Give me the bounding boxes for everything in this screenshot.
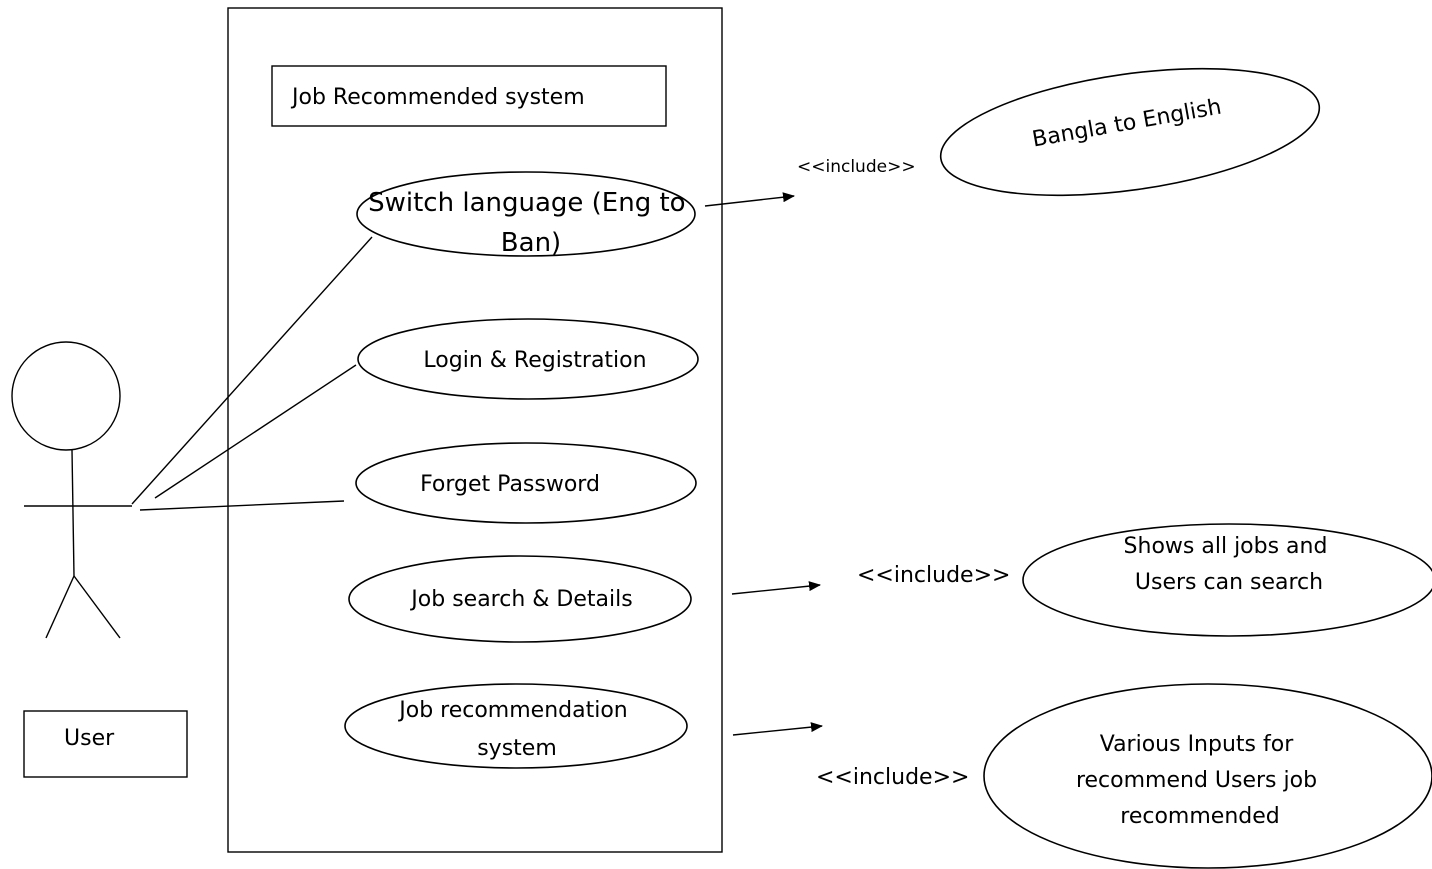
include-arrow-3 [732,722,823,736]
actor-name: User [64,726,115,751]
use-case-job-recommendation [344,683,688,769]
actor-right-leg [73,575,121,639]
use-case-forget-password [355,442,697,524]
association-forget-password [139,500,345,511]
actor-user-figure [11,341,132,639]
use-case-forget-password-label: Forget Password [420,472,600,497]
included-use-case-bangla-to-english [939,67,1321,197]
actor-head [11,341,121,451]
actor-name-box [23,710,188,778]
use-case-job-search-label: Job search & Details [409,587,632,612]
use-case-job-search [348,555,692,643]
use-case-switch-language [356,171,696,257]
use-case-login [357,318,699,400]
include-arrow-2 [731,581,821,595]
use-case-login-label: Login & Registration [423,348,646,373]
included-use-case-various-inputs-label: Various Inputs for recommend Users job r… [1076,732,1324,829]
association-login [154,364,357,499]
included-use-case-shows-all-jobs [1022,523,1432,637]
actor-left-leg [45,575,75,639]
use-case-switch-language-label: Switch language (Eng to Ban) [368,188,694,258]
system-title: Job Recommended system [290,85,585,110]
included-use-case-shows-all-jobs-label: Shows all jobs and Users can search [1124,534,1335,595]
system-title-box [271,65,667,127]
association-switch-language [131,236,373,505]
include-label-1: <<include>> [797,157,916,177]
included-use-case-various-inputs [983,683,1432,869]
include-label-2: <<include>> [857,563,1010,588]
include-arrow-1 [704,192,795,207]
use-case-job-recommendation-label: Job recommendation system [397,698,635,761]
include-label-3: <<include>> [816,765,969,790]
actor-body [71,449,75,577]
